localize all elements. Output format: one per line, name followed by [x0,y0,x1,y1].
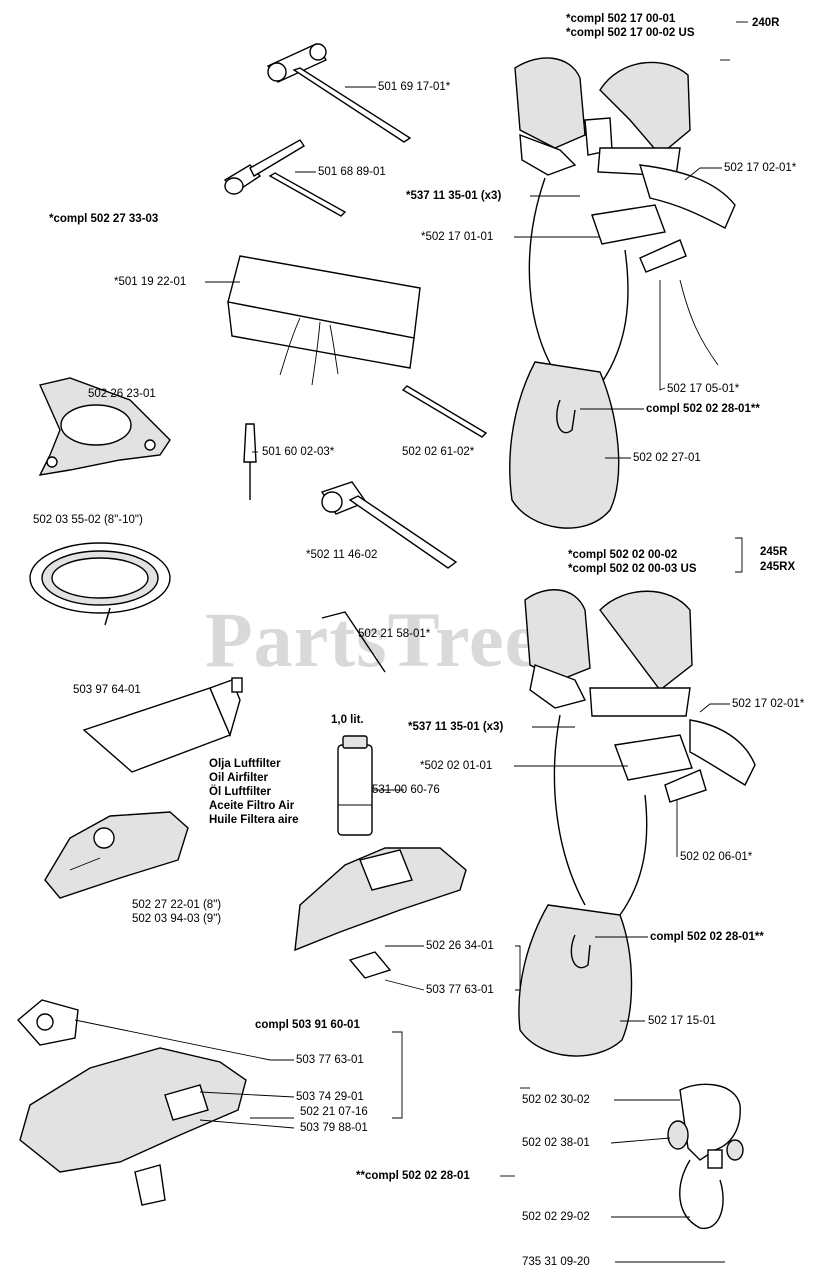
label-502-02-06-01: 502 02 06-01* [680,851,753,863]
leader-lines [74,21,748,1263]
shield-part-502-26-34-01 [294,847,467,979]
label-oil-2: Oil Airfilter [209,772,268,784]
label-compl-240r-2: *compl 502 17 00-02 US [566,27,695,39]
label-oil-4: Aceite Filtro Air [209,800,295,812]
label-735-31-09-20: 735 31 09-20 [522,1256,590,1268]
label-oil-5: Huile Filtera aire [209,814,299,826]
label-502-03-55-02: 502 03 55-02 (8"-10") [33,514,143,526]
label-503-97-64-01: 503 97 64-01 [73,684,141,696]
label-compl-502-27-33-03: *compl 502 27 33-03 [49,213,159,225]
label-compl-240r-1: *compl 502 17 00-01 [566,13,676,25]
oil-bottle [337,735,373,836]
hook-assembly [667,1083,744,1229]
label-502-27-22-01: 502 27 22-01 (8") [132,899,222,911]
label-502-17-01-01: *502 17 01-01 [421,231,494,243]
label-501-19-22-01: *501 19 22-01 [114,276,187,288]
label-compl-245-1: *compl 502 02 00-02 [568,549,678,561]
grease-tube [82,677,243,773]
label-502-17-15-01: 502 17 15-01 [648,1015,716,1027]
label-model-240r: 240R [752,17,780,29]
label-502-26-34-01: 502 26 34-01 [426,940,494,952]
label-503-77-63-01-a: 503 77 63-01 [426,984,494,996]
screwdriver [243,423,257,500]
shield-part-502-27-22-01 [44,811,189,899]
label-537-11-35-01-a: *537 11 35-01 (x3) [406,190,502,202]
label-compl-502-02-28-01-b: compl 502 02 28-01** [650,931,764,943]
tool-bag [227,255,421,386]
label-502-21-58-01: 502 21 58-01* [358,628,431,640]
label-502-02-61-02: 502 02 61-02* [402,446,475,458]
label-502-02-01-01: *502 02 01-01 [420,760,493,772]
label-model-245r: 245R [760,546,788,558]
label-502-11-46-02: *502 11 46-02 [306,549,378,561]
label-501-69-17-01: 501 69 17-01* [378,81,451,93]
label-502-02-38-01: 502 02 38-01 [522,1137,590,1149]
label-537-11-35-01-b: *537 11 35-01 (x3) [408,721,504,733]
label-501-68-89-01: 501 68 89-01 [318,166,386,178]
label-oil-3: Öl Luftfilter [209,786,271,798]
label-502-17-02-01-a: 502 17 02-01* [724,162,797,174]
label-503-79-88-01: 503 79 88-01 [300,1122,368,1134]
label-502-26-23-01: 502 26 23-01 [88,388,156,400]
label-502-02-30-02: 502 02 30-02 [522,1094,590,1106]
socket-wrench [320,481,458,569]
harness-240r [509,57,736,529]
label-model-245rx: 245RX [760,561,796,573]
watermark: PartsTree [205,596,541,683]
label-compl-245-2: *compl 502 02 00-03 US [568,563,697,575]
label-501-60-02-03: 501 60 02-03* [262,446,335,458]
harness-245r [518,589,756,1057]
label-oil-1: Olja Luftfilter [209,758,281,770]
spark-plug-wrench [223,139,347,217]
label-compl-502-02-28-01-c: **compl 502 02 28-01 [356,1170,470,1182]
label-502-03-94-03: 502 03 94-03 (9") [132,913,222,925]
label-502-21-07-16: 502 21 07-16 [300,1106,368,1118]
shield-part-502-26-23-01 [38,377,171,476]
label-compl-503-91-60-01: compl 503 91 60-01 [255,1019,360,1031]
cutting-line-ring [29,542,171,626]
label-503-77-63-01-b: 503 77 63-01 [296,1054,364,1066]
hex-key [321,611,386,673]
label-531-00-60-76: 531 00 60-76 [372,784,440,796]
combination-wrench-t [266,43,412,143]
locking-pin [401,385,488,438]
shield-part-503-91-60-01 [16,999,247,1206]
label-502-17-02-01-b: 502 17 02-01* [732,698,805,710]
label-503-74-29-01: 503 74 29-01 [296,1091,364,1103]
label-502-02-27-01: 502 02 27-01 [633,452,701,464]
label-compl-502-02-28-01-a: compl 502 02 28-01** [646,403,760,415]
label-volume: 1,0 lit. [331,714,364,726]
label-502-02-29-02: 502 02 29-02 [522,1211,590,1223]
label-502-17-05-01: 502 17 05-01* [667,383,740,395]
